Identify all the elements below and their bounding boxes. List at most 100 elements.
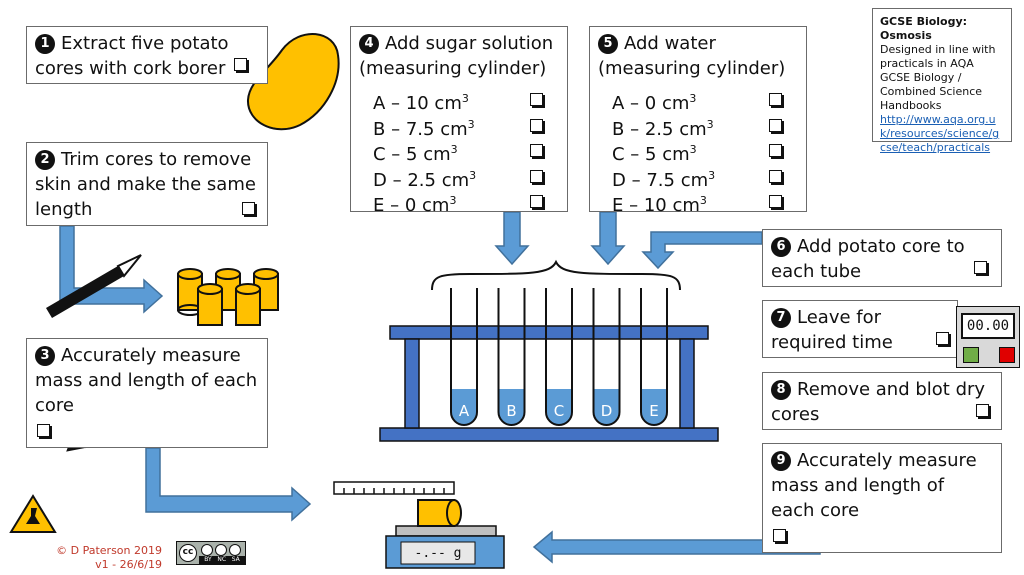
step6-checkbox[interactable]	[974, 261, 987, 274]
step7-checkbox[interactable]	[936, 332, 949, 345]
test-tube-a: A	[450, 288, 478, 426]
tube-label: C	[554, 402, 564, 420]
s4-row-c: C – 5 cm3	[373, 138, 458, 167]
s4-row-d: D – 2.5 cm3	[373, 164, 476, 193]
timer-stop-button[interactable]	[999, 347, 1015, 363]
s4-row-b: B – 7.5 cm3	[373, 113, 475, 142]
s5-checkbox-d[interactable]	[769, 169, 782, 183]
s5-row-d: D – 7.5 cm3	[612, 164, 715, 193]
row-unit: cm	[440, 118, 468, 140]
row-dash: –	[624, 93, 645, 114]
tube-label: D	[601, 402, 613, 420]
s5-checkbox-b[interactable]	[769, 118, 782, 132]
step2-text: Trim cores to remove skin and make the s…	[35, 149, 256, 220]
row-amount: 5	[645, 144, 657, 165]
step3-checkbox[interactable]	[37, 424, 50, 437]
step9-checkbox[interactable]	[773, 529, 786, 542]
step2-checkbox[interactable]	[242, 202, 255, 215]
s5-row-e: E – 10 cm3	[612, 189, 707, 218]
info-title: GCSE Biology: Osmosis	[880, 15, 968, 42]
row-unit: cm	[680, 169, 709, 191]
row-dash: –	[623, 195, 644, 216]
row-dash: –	[624, 144, 646, 165]
tube-liquid	[593, 389, 620, 425]
step8-checkbox[interactable]	[976, 404, 989, 417]
test-tube-rack	[379, 325, 719, 442]
s5-checkbox-e[interactable]	[769, 195, 782, 208]
s5-checkbox-c[interactable]	[769, 144, 782, 157]
tube-liquid	[546, 389, 572, 425]
hazard-icon	[9, 494, 57, 533]
row-amount: 0	[644, 93, 657, 114]
s4-checkbox-e[interactable]	[530, 195, 543, 208]
row-unit: cm	[679, 118, 707, 140]
row-amount: 2.5	[407, 169, 436, 191]
step-number: 1	[35, 34, 55, 54]
row-amount: 5	[406, 144, 418, 165]
row-unit-exponent: 3	[467, 117, 475, 131]
arrow-step5-down	[590, 211, 626, 266]
row-amount: 7.5	[646, 169, 675, 191]
row-unit-exponent: 3	[469, 168, 477, 182]
s5-checkbox-a[interactable]	[769, 93, 782, 106]
tube-liquid	[498, 389, 525, 425]
row-unit-exponent: 3	[689, 92, 697, 105]
row-unit: cm	[661, 93, 690, 114]
step1-checkbox[interactable]	[234, 58, 247, 71]
s4-row-e: E – 0 cm3	[373, 189, 456, 218]
credit-version: v1 - 26/6/19	[95, 558, 162, 571]
info-link[interactable]: http://www.aqa.org.uk/resources/science/…	[880, 113, 1000, 154]
s4-checkbox-b[interactable]	[530, 118, 543, 132]
credit-author: © D Paterson 2019	[56, 544, 162, 557]
step5-title: Add water (measuring cylinder)	[598, 33, 786, 79]
knife-icon	[46, 254, 142, 318]
step-number: 3	[35, 346, 55, 366]
tube-outline	[450, 288, 478, 426]
s4-checkbox-a[interactable]	[530, 93, 543, 106]
timer-display: 00.00	[961, 313, 1015, 339]
row-letter: D	[373, 169, 387, 191]
ruler-icon	[333, 481, 455, 495]
row-dash: –	[625, 169, 647, 191]
test-tube-c: C	[545, 288, 573, 426]
row-unit-exponent: 3	[461, 92, 469, 105]
s4-checkbox-c[interactable]	[530, 144, 543, 157]
row-letter: A	[373, 93, 386, 114]
row-unit: cm	[672, 195, 700, 216]
test-tube-b: B	[497, 288, 526, 426]
row-unit-exponent: 3	[706, 117, 714, 131]
arrow-step6-to-tubes	[641, 231, 763, 270]
arrow-step3-to-balance	[145, 447, 312, 522]
row-unit: cm	[423, 144, 451, 165]
arrow-step4-down	[494, 211, 530, 266]
timer-start-button[interactable]	[963, 347, 979, 363]
row-letter: B	[612, 118, 625, 140]
step-number: 5	[598, 34, 618, 54]
step9-text: Accurately measure mass and length of ea…	[771, 450, 977, 521]
row-unit-exponent: 3	[450, 143, 458, 156]
s4-row-a: A – 10 cm3	[373, 87, 469, 116]
credit: © D Paterson 2019 v1 - 26/6/19	[40, 544, 162, 572]
cc-logo: cc	[179, 544, 197, 562]
test-tube-e: E	[640, 288, 668, 426]
s4-checkbox-d[interactable]	[530, 169, 543, 183]
row-unit: cm	[422, 195, 450, 216]
step1-text: Extract five potato cores with cork bore…	[35, 33, 229, 79]
s5-row-c: C – 5 cm3	[612, 138, 697, 167]
step6-text: Add potato core to each tube	[771, 236, 965, 282]
s5-row-b: B – 2.5 cm3	[612, 113, 714, 142]
row-letter: C	[373, 144, 386, 165]
tube-outline	[592, 288, 621, 426]
row-unit-exponent: 3	[699, 194, 707, 207]
row-unit-exponent: 3	[689, 143, 697, 156]
tube-label: E	[649, 402, 658, 420]
row-unit-exponent: 3	[449, 194, 457, 207]
potato-cores-icon	[177, 268, 279, 326]
